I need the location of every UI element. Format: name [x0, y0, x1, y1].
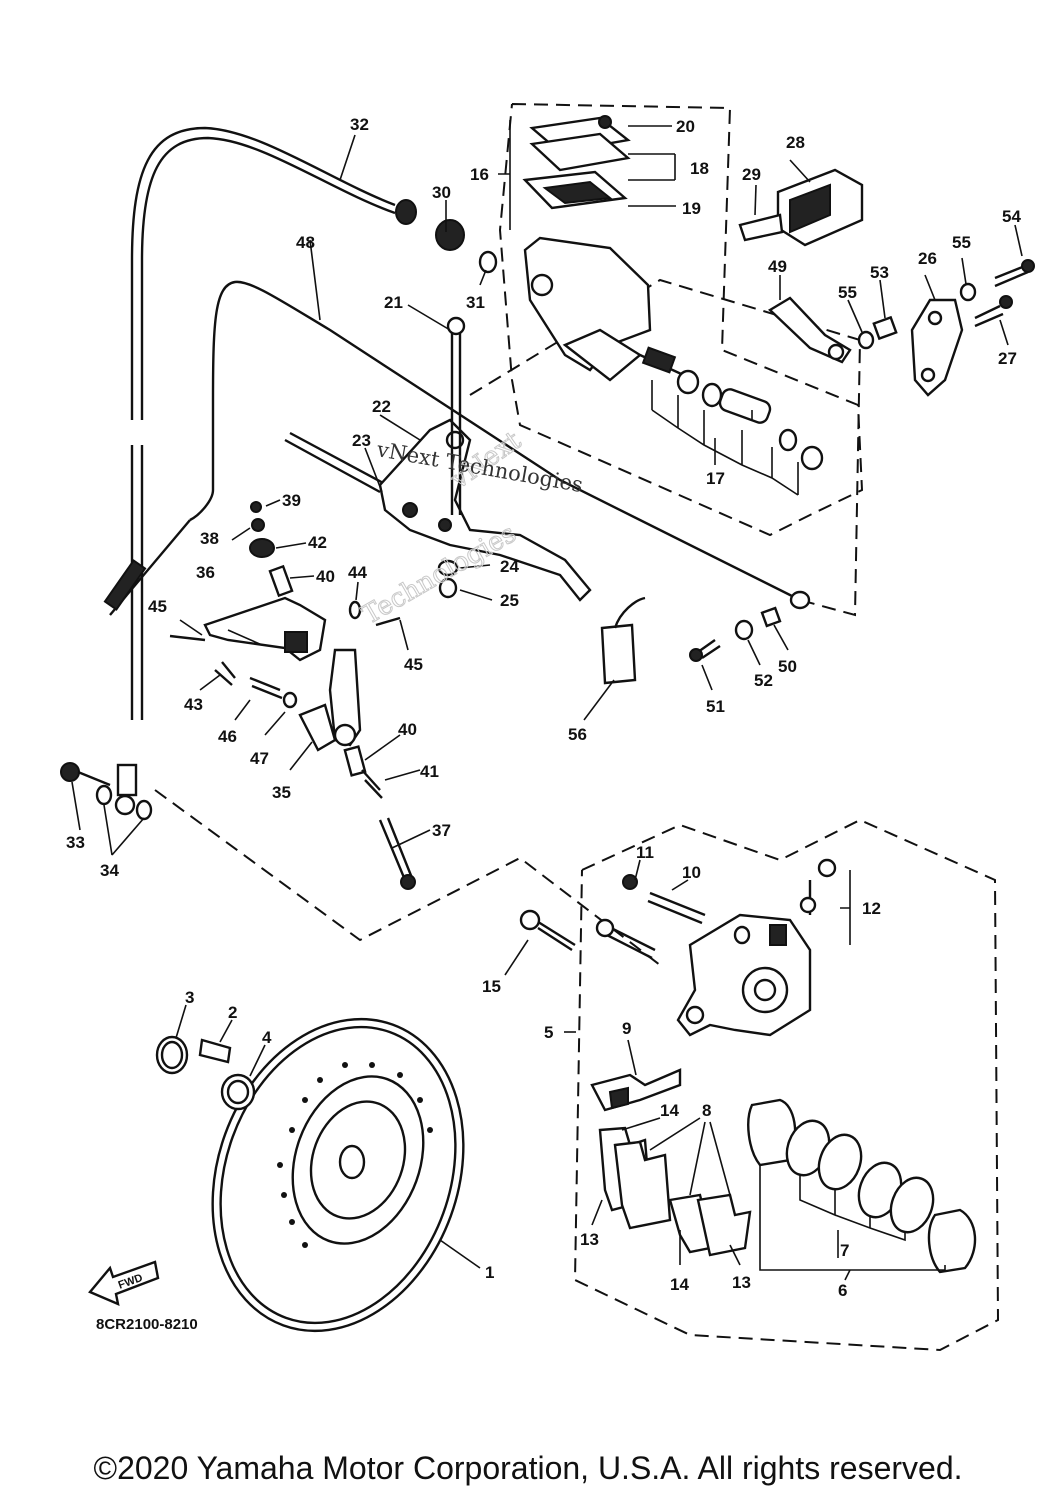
callout-44: 44 [348, 563, 367, 582]
callout-9: 9 [622, 1019, 631, 1038]
callout-42: 42 [308, 533, 327, 552]
callout-3: 3 [185, 988, 194, 1007]
info-tag-56 [600, 596, 646, 685]
diagram-code: 8CR2100-8210 [96, 1316, 198, 1333]
callout-2: 2 [228, 1003, 237, 1022]
callout-36: 36 [196, 563, 215, 582]
callout-53: 53 [870, 263, 889, 282]
callout-15: 15 [482, 977, 501, 996]
callout-34: 34 [100, 861, 119, 880]
callout-28: 28 [786, 133, 805, 152]
caliper-bolts [519, 858, 837, 960]
callout-16: 16 [470, 165, 489, 184]
callout-5: 5 [544, 1023, 553, 1042]
brake-lever [284, 316, 592, 602]
callout-8: 8 [702, 1101, 711, 1120]
brake-parts-diagram: FWD [60, 103, 1035, 1352]
callout-25: 25 [500, 591, 519, 610]
callout-13b: 13 [732, 1273, 751, 1292]
rear-brake-cable-48 [103, 280, 811, 616]
copyright-notice: ©2020 Yamaha Motor Corporation, U.S.A. A… [93, 1450, 963, 1486]
callout-29: 29 [742, 165, 761, 184]
callout-56: 56 [568, 725, 587, 744]
callout-32: 32 [350, 115, 369, 134]
callout-52: 52 [754, 671, 773, 690]
caliper-pistons-6-7 [747, 1098, 977, 1274]
callout-30: 30 [432, 183, 451, 202]
callout-labels: 1 2 3 4 5 6 7 8 9 10 11 12 13 13 14 14 1… [66, 115, 1021, 1300]
callout-37: 37 [432, 821, 451, 840]
callout-19: 19 [682, 199, 701, 218]
callout-45b: 45 [404, 655, 423, 674]
watermark: vNext Technologies vNext Technologies [357, 425, 585, 631]
callout-46: 46 [218, 727, 237, 746]
hub-collar-parts [155, 1035, 256, 1111]
fasteners-50-52 [689, 606, 782, 662]
caliper-5 [676, 913, 812, 1037]
master-cylinder [522, 115, 652, 382]
callout-39: 39 [282, 491, 301, 510]
callout-21: 21 [384, 293, 403, 312]
piston-kit-17 [639, 346, 824, 496]
callout-47: 47 [250, 749, 269, 768]
callout-6: 6 [838, 1281, 847, 1300]
callout-55b: 55 [952, 233, 971, 252]
forward-arrow-icon: FWD [88, 1260, 160, 1307]
pedal-linkage [169, 501, 416, 890]
callout-33: 33 [66, 833, 85, 852]
union-bolt-33 [60, 762, 153, 821]
callout-10: 10 [682, 863, 701, 882]
callout-24: 24 [500, 557, 519, 576]
callout-14b: 14 [670, 1275, 689, 1294]
callout-4: 4 [262, 1028, 272, 1047]
callout-38: 38 [200, 529, 219, 548]
callout-51: 51 [706, 697, 725, 716]
pad-spring-9 [590, 1068, 682, 1112]
callout-35: 35 [272, 783, 291, 802]
callout-40b: 40 [398, 720, 417, 739]
callout-11: 11 [636, 843, 654, 862]
callout-7: 7 [840, 1241, 849, 1260]
callout-41: 41 [420, 762, 439, 781]
callout-49: 49 [768, 257, 787, 276]
callout-26: 26 [918, 249, 937, 268]
callout-1: 1 [485, 1263, 494, 1282]
callout-20: 20 [676, 117, 695, 136]
callout-17: 17 [706, 469, 725, 488]
callout-50: 50 [778, 657, 797, 676]
callout-43: 43 [184, 695, 203, 714]
callout-14a: 14 [660, 1101, 679, 1120]
leader-lines [71, 120, 1023, 1281]
callout-40a: 40 [316, 567, 335, 586]
callout-31: 31 [466, 293, 485, 312]
callout-54: 54 [1002, 207, 1021, 226]
brake-pads-8 [598, 1126, 752, 1257]
callout-48: 48 [296, 233, 315, 252]
callout-18: 18 [690, 159, 709, 178]
callout-23: 23 [352, 431, 371, 450]
callout-12: 12 [862, 899, 881, 918]
callout-13a: 13 [580, 1230, 599, 1249]
callout-45a: 45 [148, 597, 167, 616]
hose-fitting-30 [395, 199, 498, 274]
small-fasteners-top-right [857, 259, 1035, 350]
callout-55: 55 [838, 283, 857, 302]
holder-26 [910, 298, 964, 397]
brake-switch-28 [738, 168, 864, 247]
brake-disc-1 [211, 1017, 465, 1333]
bracket-49 [768, 296, 852, 364]
callout-27: 27 [998, 349, 1017, 368]
callout-22: 22 [372, 397, 391, 416]
